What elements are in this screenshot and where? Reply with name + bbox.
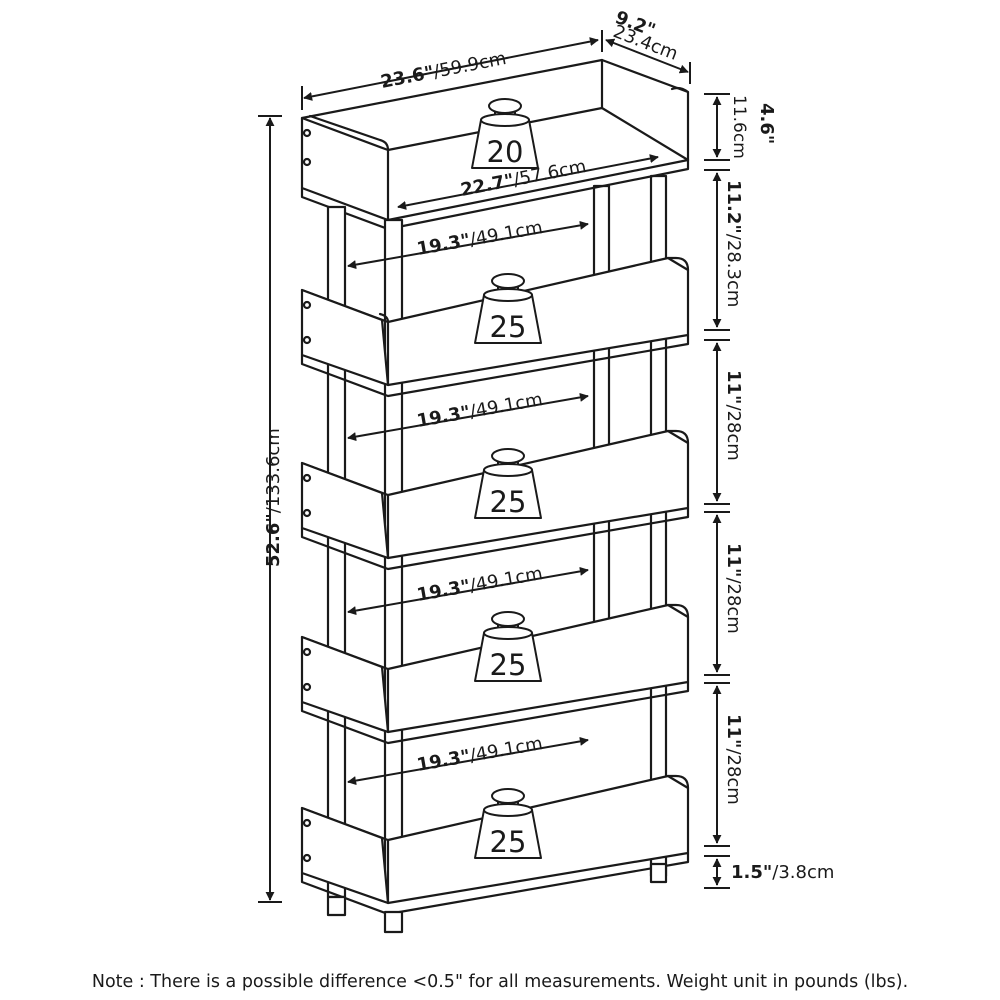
weight-icon: 25 [474, 611, 542, 682]
weight-label: 25 [490, 648, 527, 682]
shelf-gap-label: 11"/28cm [723, 714, 744, 805]
shelf-depth-label: 19.3"/49.1cm [415, 563, 544, 606]
shelf-depth-label: 19.3"/49.1cm [415, 733, 544, 776]
shelf-depth-label: 19.3"/49.1cm [415, 389, 544, 432]
weight-icon: 25 [474, 448, 542, 519]
dimension-lines [258, 30, 730, 903]
shelf-depth-label: 19.3"/49.1cm [415, 217, 544, 260]
weight-label: 25 [490, 825, 527, 859]
shelf-gap-label: 11"/28cm [723, 370, 744, 461]
weight-label: 25 [490, 485, 527, 519]
total-height-label: 52.6"/133.6cm [263, 428, 284, 567]
weight-icon: 25 [474, 273, 542, 344]
leg-height-label: 1.5"/3.8cm [731, 862, 834, 883]
right-height-stack [704, 93, 730, 889]
top-rail-inch-label: 4.6" [756, 103, 777, 144]
shelf-gap-label: 11.2"/28.3cm [723, 180, 744, 307]
feet [326, 862, 668, 934]
top-rail-cm-label: 11.6cm [729, 95, 749, 159]
weight-label: 25 [490, 310, 527, 344]
weight-label: 20 [487, 135, 524, 169]
weight-icon: 25 [474, 788, 542, 859]
measurement-note: Note : There is a possible difference <0… [91, 972, 909, 992]
shelf-gap-label: 11"/28cm [723, 543, 744, 634]
